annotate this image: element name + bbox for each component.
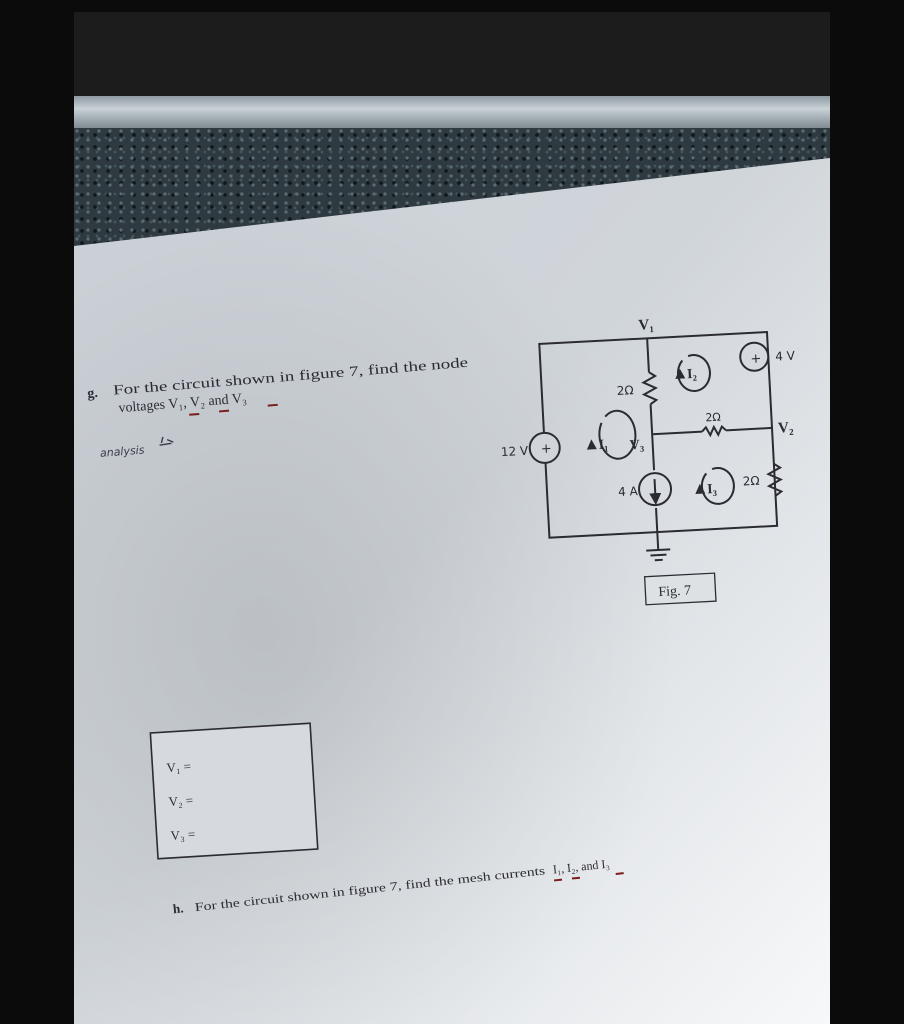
resistor-left-label: 2Ω	[616, 383, 634, 398]
dark-background	[74, 12, 830, 98]
node-v1-label: V₁	[638, 317, 654, 334]
arrow-i3-icon	[695, 483, 706, 495]
resistor-mid	[701, 424, 727, 438]
figure-caption-box	[643, 572, 717, 606]
resistor-right-label: 2Ω	[742, 474, 760, 489]
mesh-loop-i1	[598, 409, 637, 460]
problem-h-letter: h.	[172, 900, 184, 916]
source-4v-plus: +	[750, 351, 762, 367]
answer-v1: V₁ =	[166, 759, 191, 775]
resistor-right	[766, 463, 784, 497]
mesh-i1-label: I₁	[598, 438, 608, 453]
photo-frame: g. For the circuit shown in figure 7, fi…	[74, 0, 830, 1024]
answer-v3: V₃ =	[170, 826, 195, 842]
handwritten-note: analysis	[99, 443, 145, 459]
paper-sheet: g. For the circuit shown in figure 7, fi…	[74, 158, 830, 1024]
arrow-i2-icon	[675, 368, 686, 379]
mesh-i2-label: I₂	[687, 367, 697, 382]
node-v3-label: V₃	[629, 438, 644, 454]
source-12v-label: 12 V	[501, 444, 530, 459]
voltage-source-4v	[739, 341, 770, 372]
answer-box: V₁ = V₂ = V₃ =	[149, 722, 319, 860]
circuit-outer-wire	[538, 330, 779, 539]
problem-g-letter: g.	[87, 386, 99, 402]
node-v2-label: V₂	[778, 420, 795, 437]
circuit-diagram	[528, 330, 784, 606]
voltage-source-12v	[528, 431, 561, 464]
mesh-i3-label: I₃	[707, 482, 717, 497]
mesh-loop-i3	[700, 466, 735, 505]
source-4v-label: 4 V	[775, 349, 796, 364]
source-4a-label: 4 A	[618, 484, 639, 499]
resistor-left	[641, 371, 659, 406]
metal-rail	[74, 96, 830, 128]
source-12v-plus: +	[540, 441, 552, 457]
arrow-i1-icon	[586, 439, 597, 450]
figure-caption: Fig. 7	[658, 583, 691, 600]
problem-h-currents: I₁, I₂, and I₃	[552, 857, 610, 877]
answer-v2: V₂ =	[168, 793, 193, 809]
resistor-mid-label: 2Ω	[705, 411, 721, 425]
ground-symbol	[646, 548, 671, 552]
